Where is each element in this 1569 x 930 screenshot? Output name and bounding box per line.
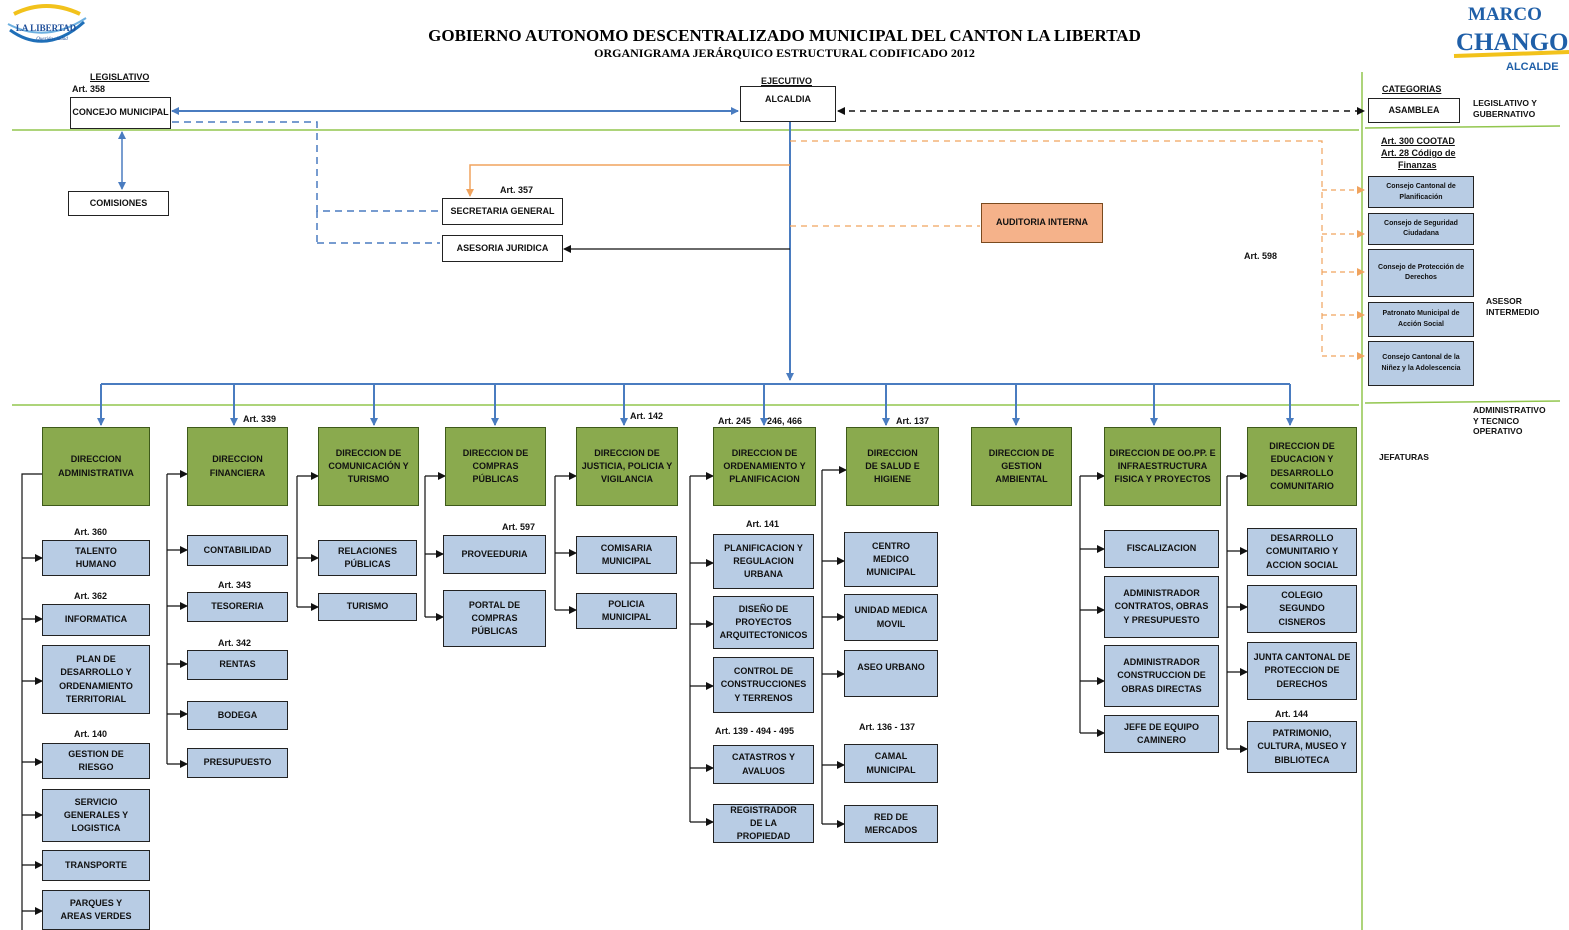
secretaria-general-box: SECRETARIA GENERAL bbox=[442, 198, 563, 225]
red-mercados-box: RED DE MERCADOS bbox=[844, 805, 938, 843]
article-362: Art. 362 bbox=[74, 591, 108, 601]
junta-cantonal-box: JUNTA CANTONAL DE PROTECCION DE DERECHOS bbox=[1247, 642, 1357, 700]
la-libertad-logo: LA LIBERTAD Querida ciudad bbox=[7, 4, 87, 43]
rentas-box: RENTAS bbox=[187, 650, 288, 680]
article-246-466: 246, 466 bbox=[767, 416, 803, 426]
direccion-administrativa-box: DIRECCION ADMINISTRATIVA bbox=[42, 427, 150, 506]
consejo-ninez-box: Consejo Cantonal de la Niñez y la Adoles… bbox=[1368, 341, 1474, 386]
relaciones-publicas-box: RELACIONES PÚBLICAS bbox=[318, 540, 417, 576]
article-343: Art. 343 bbox=[218, 580, 252, 590]
direccion-comunicacion-box: DIRECCION DE COMUNICACIÓN Y TURISMO bbox=[318, 427, 419, 506]
camal-municipal-box: CAMAL MUNICIPAL bbox=[844, 744, 938, 783]
diseno-proyectos-box: DISEÑO DE PROYECTOS ARQUITECTONICOS bbox=[713, 596, 814, 649]
article-28-codigo: Art. 28 Código de bbox=[1381, 148, 1456, 158]
consejo-seguridad-box: Consejo de Seguridad Ciudadana bbox=[1368, 213, 1474, 245]
logo-right-line1: MARCO bbox=[1468, 4, 1542, 25]
policia-municipal-box: POLICIA MUNICIPAL bbox=[576, 593, 677, 629]
article-136-137: Art. 136 - 137 bbox=[859, 722, 916, 732]
comisaria-municipal-box: COMISARIA MUNICIPAL bbox=[576, 536, 677, 574]
categorias-label: CATEGORIAS bbox=[1382, 84, 1442, 94]
article-360: Art. 360 bbox=[74, 527, 108, 537]
article-342: Art. 342 bbox=[218, 638, 252, 648]
control-construcciones-box: CONTROL DE CONSTRUCCIONES Y TERRENOS bbox=[713, 657, 814, 713]
article-140: Art. 140 bbox=[74, 729, 108, 739]
presupuesto-box: PRESUPUESTO bbox=[187, 748, 288, 778]
article-137: Art. 137 bbox=[896, 416, 930, 426]
patrimonio-cultura-box: PATRIMONIO, CULTURA, MUSEO Y BIBLIOTECA bbox=[1247, 721, 1357, 773]
alcaldia-box: ALCALDIA bbox=[740, 86, 836, 122]
article-139-494-495: Art. 139 - 494 - 495 bbox=[715, 726, 795, 736]
proveeduria-box: PROVEEDURIA bbox=[443, 535, 546, 574]
talento-humano-box: TALENTO HUMANO bbox=[42, 540, 150, 576]
page-subtitle: ORGANIGRAMA JERÁRQUICO ESTRUCTURAL CODIF… bbox=[594, 46, 975, 60]
concejo-municipal-box: CONCEJO MUNICIPAL bbox=[70, 97, 171, 129]
article-357: Art. 357 bbox=[500, 185, 534, 195]
catastros-avaluos-box: CATASTROS Y AVALUOS bbox=[713, 745, 814, 784]
logo-left-tagline: Querida ciudad bbox=[36, 37, 68, 42]
article-300-cootad: Art. 300 COOTAD bbox=[1381, 136, 1455, 146]
finanzas-label: Finanzas bbox=[1398, 160, 1437, 170]
servicios-generales-box: SERVICIO GENERALES Y LOGISTICA bbox=[42, 789, 150, 842]
aseo-urbano-box: ASEO URBANO bbox=[844, 650, 938, 697]
direccion-educacion-box: DIRECCION DE EDUCACION Y DESARROLLO COMU… bbox=[1247, 427, 1357, 506]
direccion-ordenamiento-box: DIRECCION DE ORDENAMIENTO Y PLANIFICACIO… bbox=[713, 427, 816, 506]
centro-medico-box: CENTRO MEDICO MUNICIPAL bbox=[844, 532, 938, 587]
direccion-oopp-box: DIRECCION DE OO.PP. E INFRAESTRUCTURA FI… bbox=[1104, 427, 1221, 506]
administrador-construccion-box: ADMINISTRADOR CONSTRUCCION DE OBRAS DIRE… bbox=[1104, 645, 1219, 707]
parques-areas-verdes-box: PARQUES Y AREAS VERDES bbox=[42, 890, 150, 930]
auditoria-interna-box: AUDITORIA INTERNA bbox=[981, 203, 1103, 243]
logo-left-text: LA LIBERTAD bbox=[16, 23, 77, 33]
registrador-propiedad-box: REGISTRADOR DE LA PROPIEDAD bbox=[713, 804, 814, 843]
page-title: GOBIERNO AUTONOMO DESCENTRALIZADO MUNICI… bbox=[428, 26, 1141, 45]
jefe-equipo-caminero-box: JEFE DE EQUIPO CAMINERO bbox=[1104, 715, 1219, 753]
direccion-financiera-box: DIRECCION FINANCIERA bbox=[187, 427, 288, 506]
planificacion-regulacion-box: PLANIFICACION Y REGULACION URBANA bbox=[713, 534, 814, 589]
gestion-riesgo-box: GESTION DE RIESGO bbox=[42, 743, 150, 779]
ejecutivo-label: EJECUTIVO bbox=[761, 76, 813, 86]
colegio-segundo-cisneros-box: COLEGIO SEGUNDO CISNEROS bbox=[1247, 585, 1357, 633]
direccion-gestion-ambiental-box: DIRECCION DE GESTION AMBIENTAL bbox=[971, 427, 1072, 506]
article-598: Art. 598 bbox=[1244, 251, 1278, 261]
direccion-salud-box: DIRECCION DE SALUD E HIGIENE bbox=[846, 427, 939, 506]
contabilidad-box: CONTABILIDAD bbox=[187, 535, 288, 566]
article-144: Art. 144 bbox=[1275, 709, 1309, 719]
direccion-compras-box: DIRECCION DE COMPRAS PÚBLICAS bbox=[445, 427, 546, 506]
article-142: Art. 142 bbox=[630, 411, 664, 421]
article-597: Art. 597 bbox=[502, 522, 536, 532]
bodega-box: BODEGA bbox=[187, 701, 288, 730]
transporte-box: TRANSPORTE bbox=[42, 850, 150, 881]
article-339: Art. 339 bbox=[243, 414, 277, 424]
fiscalizacion-box: FISCALIZACION bbox=[1104, 530, 1219, 568]
jefaturas-label: JEFATURAS bbox=[1379, 452, 1429, 462]
turismo-box: TURISMO bbox=[318, 593, 417, 621]
informatica-box: INFORMATICA bbox=[42, 604, 150, 636]
comisiones-box: COMISIONES bbox=[68, 191, 169, 216]
article-245: Art. 245 bbox=[718, 416, 752, 426]
tesoreria-box: TESORERIA bbox=[187, 592, 288, 622]
portal-compras-box: PORTAL DE COMPRAS PÚBLICAS bbox=[443, 590, 546, 647]
consejo-planificacion-box: Consejo Cantonal de Planificación bbox=[1368, 176, 1474, 208]
marco-chango-logo: MARCO CHANGO ALCALDE bbox=[1453, 4, 1569, 73]
administrador-contratos-box: ADMINISTRADOR CONTRATOS, OBRAS Y PRESUPU… bbox=[1104, 576, 1219, 638]
asamblea-box: ASAMBLEA bbox=[1368, 98, 1460, 123]
logo-right-line3: ALCALDE bbox=[1506, 61, 1559, 73]
consejo-proteccion-box: Consejo de Protección de Derechos bbox=[1368, 249, 1474, 297]
patronato-box: Patronato Municipal de Acción Social bbox=[1368, 302, 1474, 337]
article-141: Art. 141 bbox=[746, 519, 780, 529]
asesoria-juridica-box: ASESORIA JURIDICA bbox=[442, 235, 563, 262]
article-358: Art. 358 bbox=[72, 84, 106, 94]
legislativo-label: LEGISLATIVO bbox=[90, 72, 150, 82]
desarrollo-comunitario-box: DESARROLLO COMUNITARIO Y ACCION SOCIAL bbox=[1247, 528, 1357, 576]
plan-desarrollo-box: PLAN DE DESARROLLO Y ORDENAMIENTO TERRIT… bbox=[42, 645, 150, 714]
direccion-justicia-box: DIRECCION DE JUSTICIA, POLICIA Y VIGILAN… bbox=[576, 427, 678, 506]
unidad-medica-movil-box: UNIDAD MEDICA MOVIL bbox=[844, 594, 938, 641]
